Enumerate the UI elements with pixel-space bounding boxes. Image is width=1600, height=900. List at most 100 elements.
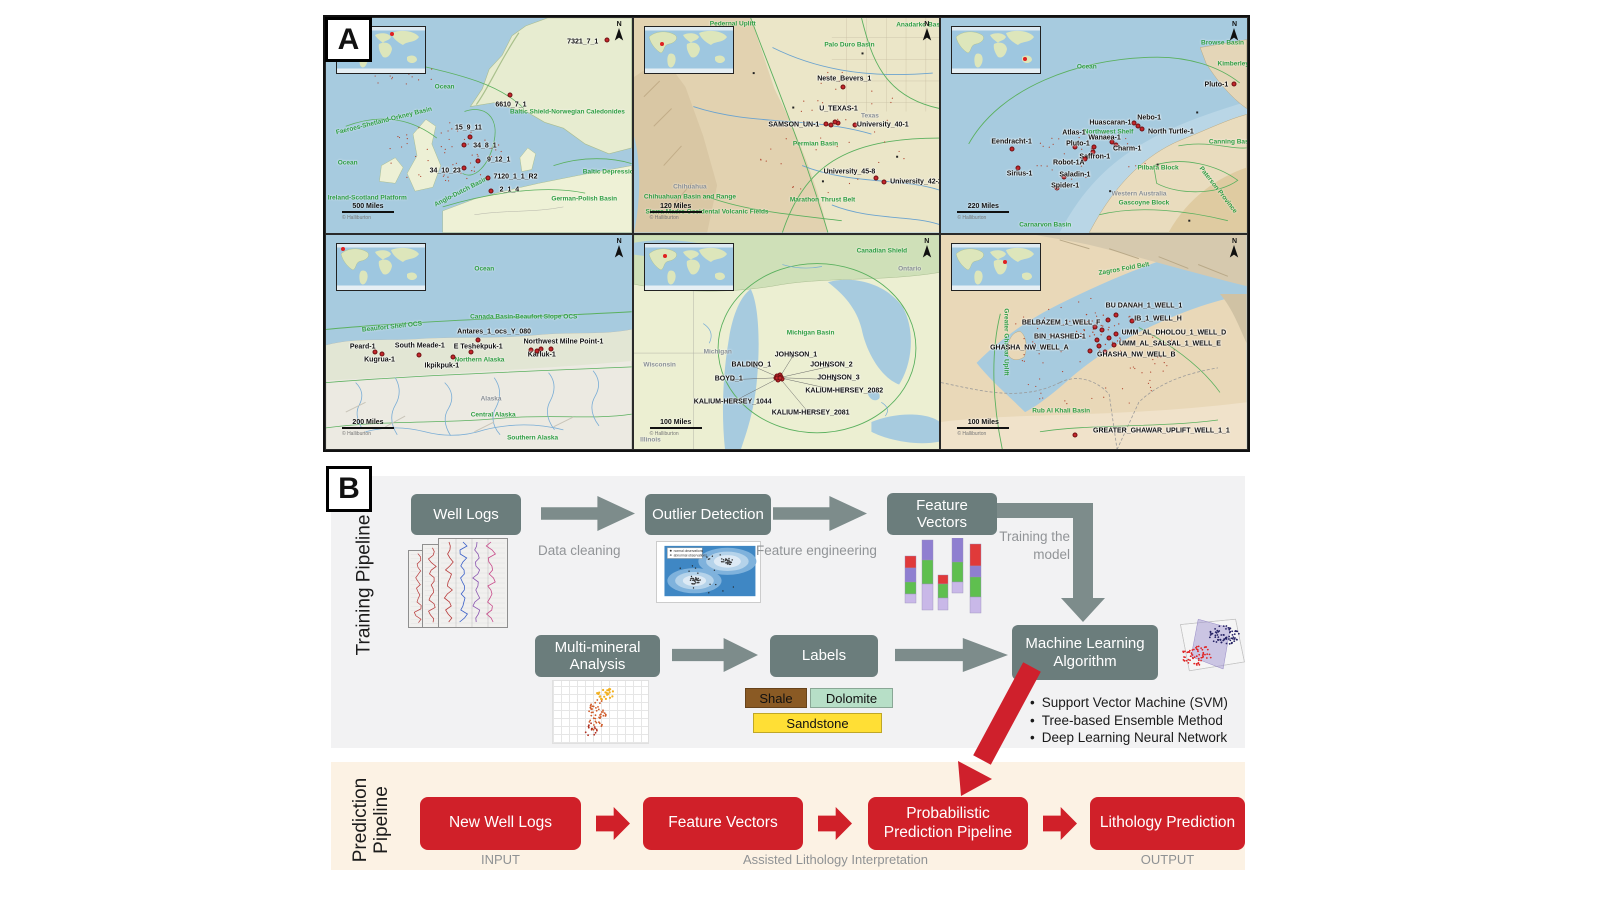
well-dot bbox=[488, 188, 494, 194]
well-dot bbox=[485, 175, 491, 181]
inset-locator-dot bbox=[1023, 57, 1028, 62]
region-label: Kimberley bbox=[1217, 60, 1248, 68]
map-attribution: © Halliburton bbox=[342, 431, 371, 437]
well-dot bbox=[1231, 81, 1237, 87]
lithology-prediction-label: Lithology Prediction bbox=[1099, 814, 1236, 832]
scale-line bbox=[957, 427, 1010, 429]
region-label: Michigan Basin bbox=[786, 329, 835, 337]
well-label: Karluk-1 bbox=[527, 351, 556, 359]
well-label: University_40-1 bbox=[856, 121, 909, 129]
well-label: Wanaea-1 bbox=[1088, 134, 1121, 142]
training-to-prediction-arrow bbox=[958, 662, 1041, 796]
panel-b-letter: B bbox=[338, 472, 360, 505]
well-dot bbox=[461, 142, 467, 148]
prediction-pipeline-label: Prediction Pipeline bbox=[350, 777, 392, 863]
well-label: IB_1_WELL_H bbox=[1134, 315, 1182, 323]
scale-label: 200 Miles bbox=[352, 419, 384, 426]
well-label: E Teshekpuk-1 bbox=[453, 343, 503, 351]
lithology-chip: Shale bbox=[745, 688, 807, 708]
region-label: Gascoyne Block bbox=[1118, 199, 1170, 207]
lithology-chip: Dolomite bbox=[810, 688, 893, 708]
world-inset-map bbox=[643, 26, 734, 74]
region-label: Northwest Shelf bbox=[1083, 128, 1134, 136]
scale-label: 500 Miles bbox=[352, 202, 384, 210]
north-arrow-icon bbox=[614, 245, 624, 258]
region-label: Texas bbox=[860, 112, 879, 120]
well-label: University_45-8 bbox=[823, 168, 876, 176]
wells: JOHNSON_1 BALDINO_1 JOHNSON_2 BOYD_1 JOH… bbox=[634, 235, 940, 450]
well-label: UMM_AL_SALSAL_1_WELL_E bbox=[1119, 340, 1221, 348]
ml-algorithm-box: Machine Learning Algorithm bbox=[1012, 625, 1158, 680]
well-dot bbox=[873, 175, 879, 181]
well-dot bbox=[1109, 139, 1115, 145]
region-label: Southern Alaska bbox=[507, 434, 559, 442]
map-attribution: © Halliburton bbox=[957, 431, 987, 437]
region-label: Baltic Shield-Norwegian Caledonides bbox=[510, 108, 625, 116]
well-dot bbox=[507, 92, 513, 98]
well-dot bbox=[461, 165, 467, 170]
well-logs-box: Well Logs bbox=[411, 494, 521, 535]
well-dot bbox=[1091, 144, 1097, 150]
outlier-detection-box: Outlier Detection bbox=[645, 494, 771, 535]
scale-label: 100 Miles bbox=[967, 419, 999, 426]
well-dot bbox=[604, 37, 610, 43]
well-label: Spider-1 bbox=[1051, 182, 1080, 190]
multi-mineral-box-label: Multi-mineral Analysis bbox=[554, 638, 641, 673]
elbow-arrow-vertical bbox=[1073, 503, 1093, 598]
well-dot bbox=[1129, 318, 1135, 324]
well-dot bbox=[852, 122, 858, 128]
well-dot bbox=[467, 134, 473, 140]
region-label: Chihuahua bbox=[673, 183, 707, 191]
well-label: U_TEXAS-1 bbox=[819, 105, 858, 113]
north-label: N bbox=[1231, 237, 1238, 245]
well-label: Atlas-1 bbox=[1062, 129, 1086, 137]
input-caption: INPUT bbox=[481, 852, 520, 867]
panel-a-letter: A bbox=[337, 22, 360, 56]
map-attribution: © Halliburton bbox=[649, 431, 679, 437]
well-label: Nebo-1 bbox=[1137, 114, 1162, 122]
well-label: 9_12_1 bbox=[487, 156, 511, 164]
outlier-box-label: Outlier Detection bbox=[652, 505, 764, 523]
scale-bar: 100 Miles © Halliburton bbox=[649, 419, 702, 437]
well-label: JOHNSON_1 bbox=[774, 351, 818, 359]
map-attribution: © Halliburton bbox=[342, 214, 371, 221]
well-label: GHASHA_NW_WELL_A bbox=[990, 344, 1069, 352]
region-label: Pedernal Uplift bbox=[709, 20, 756, 28]
feature-engineering-label: Feature engineering bbox=[756, 543, 877, 558]
bullet-icon: • bbox=[1030, 730, 1035, 745]
ml-box-label: Machine Learning Algorithm bbox=[1025, 635, 1145, 670]
map-background bbox=[633, 18, 940, 233]
well-dot bbox=[1015, 165, 1021, 170]
well-dot bbox=[832, 119, 838, 125]
well-dot bbox=[1099, 327, 1105, 333]
labels-box-label: Labels bbox=[801, 647, 847, 665]
inset-locator-dot bbox=[660, 41, 665, 46]
region-label: Ocean bbox=[434, 83, 455, 91]
scale-bar: 100 Miles © Halliburton bbox=[957, 419, 1010, 437]
well-label: 34_10_23 bbox=[429, 167, 461, 175]
scale-line bbox=[342, 210, 394, 213]
well-label: 6610_7_1 bbox=[495, 101, 527, 109]
region-label: Northern Alaska bbox=[454, 356, 505, 364]
well-dot bbox=[1111, 342, 1117, 348]
outlier-detection-plot: normal observations abnormal observation… bbox=[656, 541, 761, 603]
well-dot bbox=[534, 348, 540, 354]
well-label: North Turtle-1 bbox=[1147, 128, 1194, 136]
well-dot bbox=[1096, 343, 1102, 349]
well-label: Pluto-1 bbox=[1204, 81, 1229, 89]
scale-bar: 220 Miles © Halliburton bbox=[957, 203, 1010, 221]
wells: Antares_1_ocs_Y_080 Northwest Milne Poin… bbox=[326, 235, 632, 450]
region-label: Central Alaska bbox=[470, 411, 516, 419]
new-well-logs-box: New Well Logs bbox=[420, 797, 581, 850]
region-label: Rub Al Khali Basin bbox=[1032, 407, 1091, 415]
well-dot bbox=[1072, 432, 1078, 438]
world-inset-map bbox=[951, 26, 1042, 74]
scale-line bbox=[649, 427, 702, 429]
